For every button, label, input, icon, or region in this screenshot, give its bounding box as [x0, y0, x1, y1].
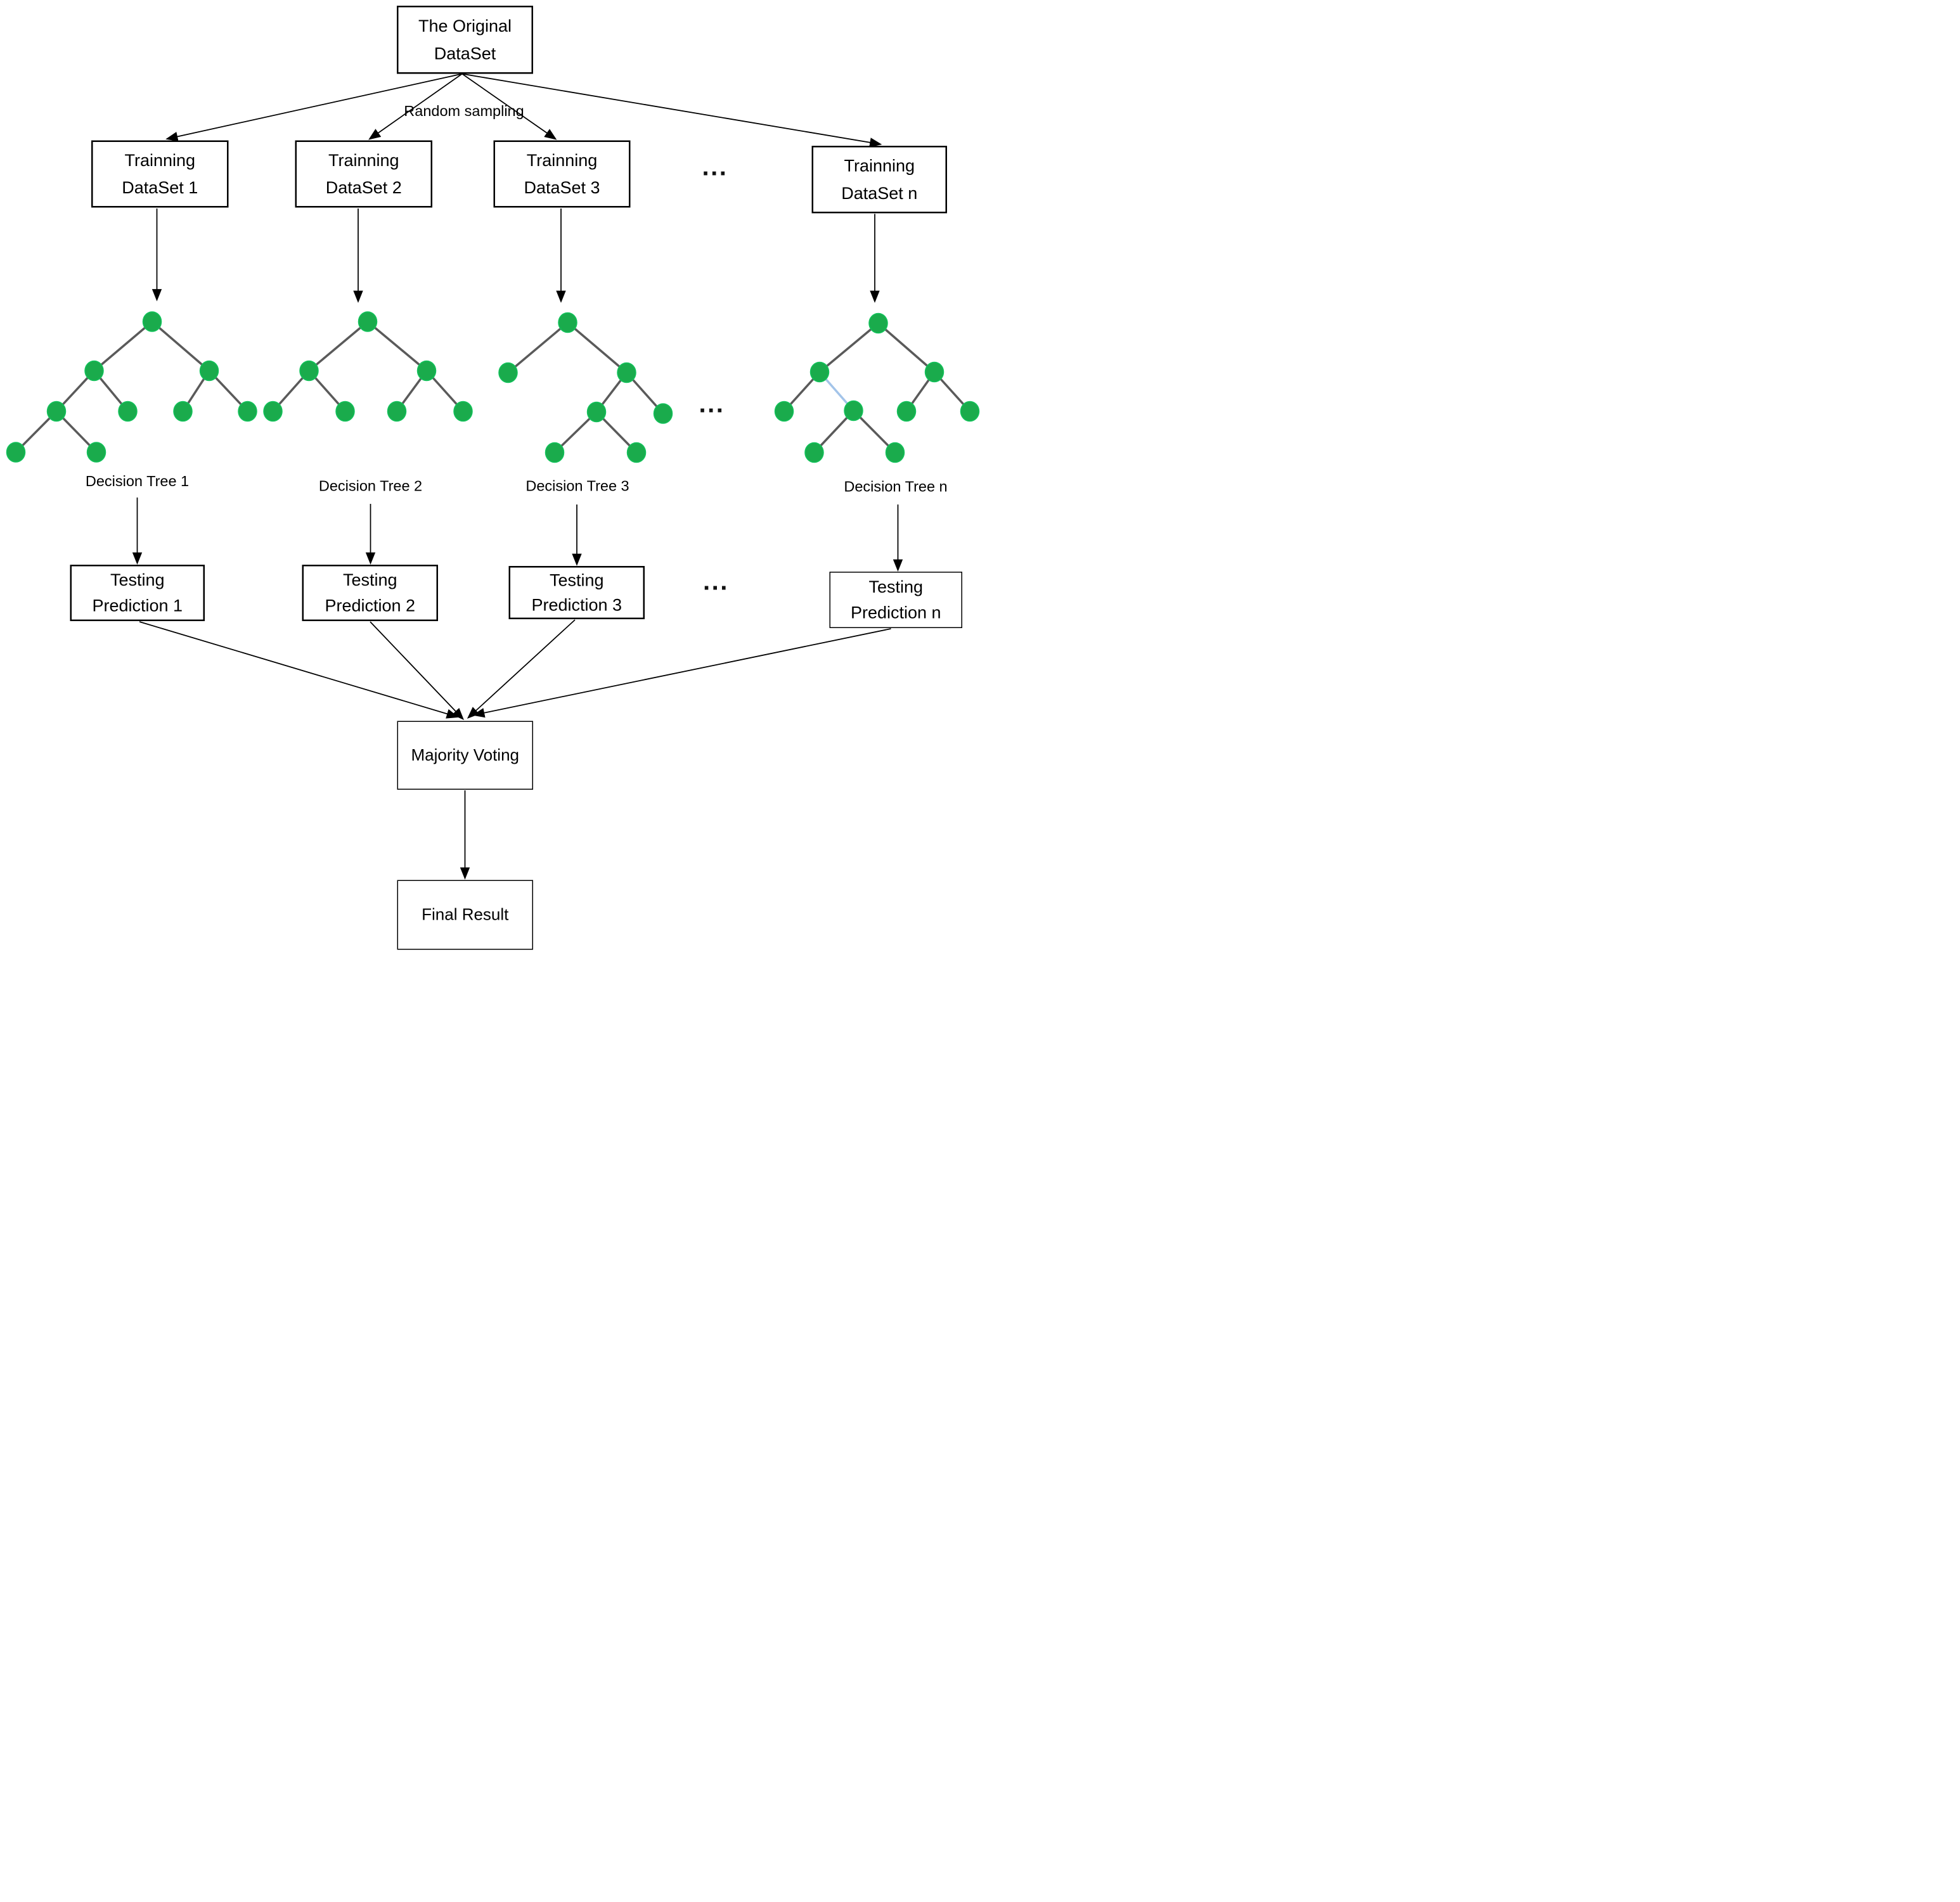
tree-node: [387, 401, 407, 422]
tree-node: [358, 311, 378, 332]
node-training-dataset-n: Trainning DataSet n: [811, 146, 947, 214]
tree-node: [868, 312, 888, 334]
tree-node: [617, 362, 636, 383]
training-3-line1: Trainning: [526, 150, 598, 170]
ellipsis-training-row: ...: [702, 152, 728, 181]
tree-edge: [308, 321, 369, 372]
training-n-line1: Trainning: [844, 156, 915, 176]
tree-node: [84, 360, 104, 382]
node-original-dataset-line1: The Original: [418, 16, 512, 36]
connector-layer: [6, 73, 980, 880]
tree-node: [498, 362, 518, 383]
training-1-line1: Trainning: [124, 150, 196, 170]
tree-node: [653, 403, 673, 424]
diagram-viewport: The Original DataSet Random sampling Tra…: [0, 0, 980, 951]
arrow-original-to-train1: [165, 73, 463, 141]
tree-node: [774, 401, 794, 422]
random-sampling-label: Random sampling: [404, 102, 524, 120]
node-majority-voting: Majority Voting: [397, 721, 533, 790]
arrow-testn-to-voting: [472, 628, 891, 718]
arrow-original-to-trainn: [461, 73, 882, 148]
decision-tree-1: [6, 311, 257, 463]
tree-edge: [507, 321, 569, 374]
training-1-line2: DataSet 1: [122, 178, 198, 197]
node-original-dataset: The Original DataSet: [397, 6, 533, 74]
tree-node: [6, 442, 26, 463]
arrow-test2-to-voting: [370, 621, 464, 721]
tree-node: [885, 442, 905, 463]
node-testing-prediction-3: Testing Prediction 3: [508, 566, 645, 619]
node-training-dataset-2: Trainning DataSet 2: [295, 140, 432, 208]
tree-edge: [151, 321, 210, 372]
tree-node: [263, 401, 283, 422]
tree-node: [299, 360, 319, 382]
testing-2-line1: Testing: [342, 570, 397, 589]
node-training-dataset-1: Trainning DataSet 1: [91, 140, 229, 208]
tree-edge: [93, 321, 153, 372]
node-original-dataset-line2: DataSet: [434, 44, 496, 63]
tree-node: [896, 401, 917, 422]
testing-3-line1: Testing: [549, 570, 604, 590]
node-testing-prediction-n: Testing Prediction n: [829, 572, 962, 628]
tree-node: [844, 400, 863, 421]
tree-edge: [818, 322, 879, 373]
testing-3-line2: Prediction 3: [531, 595, 622, 615]
tree-node: [199, 360, 219, 382]
majority-voting-text: Majority Voting: [411, 745, 520, 764]
tree-node: [46, 401, 67, 422]
testing-n-line1: Testing: [868, 577, 924, 596]
arrow-original-to-train3: [461, 73, 557, 140]
ellipsis-testing-row: ...: [703, 567, 729, 596]
testing-2-line2: Prediction 2: [325, 596, 416, 615]
tree-node: [335, 401, 355, 422]
training-2-line2: DataSet 2: [325, 178, 402, 197]
tree-node: [416, 360, 437, 382]
tree-node: [558, 312, 577, 333]
tree-edge: [877, 322, 936, 373]
node-testing-prediction-2: Testing Prediction 2: [302, 565, 438, 621]
tree-node: [453, 401, 473, 422]
decision-tree-n: [774, 312, 980, 463]
training-n-line2: DataSet n: [841, 183, 918, 203]
node-final-result: Final Result: [397, 880, 533, 950]
testing-n-line2: Prediction n: [850, 603, 941, 622]
training-3-line2: DataSet 3: [524, 178, 600, 197]
tree-node: [118, 401, 138, 422]
tree-node: [238, 401, 257, 422]
tree-node: [809, 361, 830, 383]
tree-edge: [366, 321, 428, 372]
node-testing-prediction-1: Testing Prediction 1: [70, 565, 205, 621]
tree-node: [924, 361, 945, 383]
random-forest-diagram: The Original DataSet Random sampling Tra…: [0, 0, 980, 951]
tree-node: [173, 401, 193, 422]
decision-tree-1-label: Decision Tree 1: [85, 472, 190, 490]
testing-1-line1: Testing: [110, 570, 165, 589]
decision-tree-2-label: Decision Tree 2: [318, 477, 423, 494]
tree-node: [804, 442, 824, 463]
decision-tree-n-label: Decision Tree n: [844, 478, 948, 495]
final-result-text: Final Result: [422, 905, 509, 924]
arrow-original-to-train2: [368, 73, 463, 140]
testing-1-line2: Prediction 1: [92, 596, 183, 615]
ellipsis-tree-row: ...: [699, 389, 725, 418]
decision-tree-3: [498, 312, 673, 463]
node-training-dataset-3: Trainning DataSet 3: [493, 140, 631, 208]
decision-tree-3-label: Decision Tree 3: [525, 477, 629, 494]
tree-node: [960, 401, 980, 422]
arrow-test3-to-voting: [467, 619, 576, 719]
tree-node: [86, 442, 106, 463]
training-2-line1: Trainning: [328, 150, 399, 170]
tree-node: [545, 442, 565, 463]
tree-node: [626, 442, 647, 463]
tree-edge: [567, 321, 628, 374]
tree-node: [586, 401, 607, 423]
arrow-test1-to-voting: [139, 621, 459, 719]
tree-node: [142, 311, 162, 332]
decision-tree-2: [263, 311, 473, 422]
